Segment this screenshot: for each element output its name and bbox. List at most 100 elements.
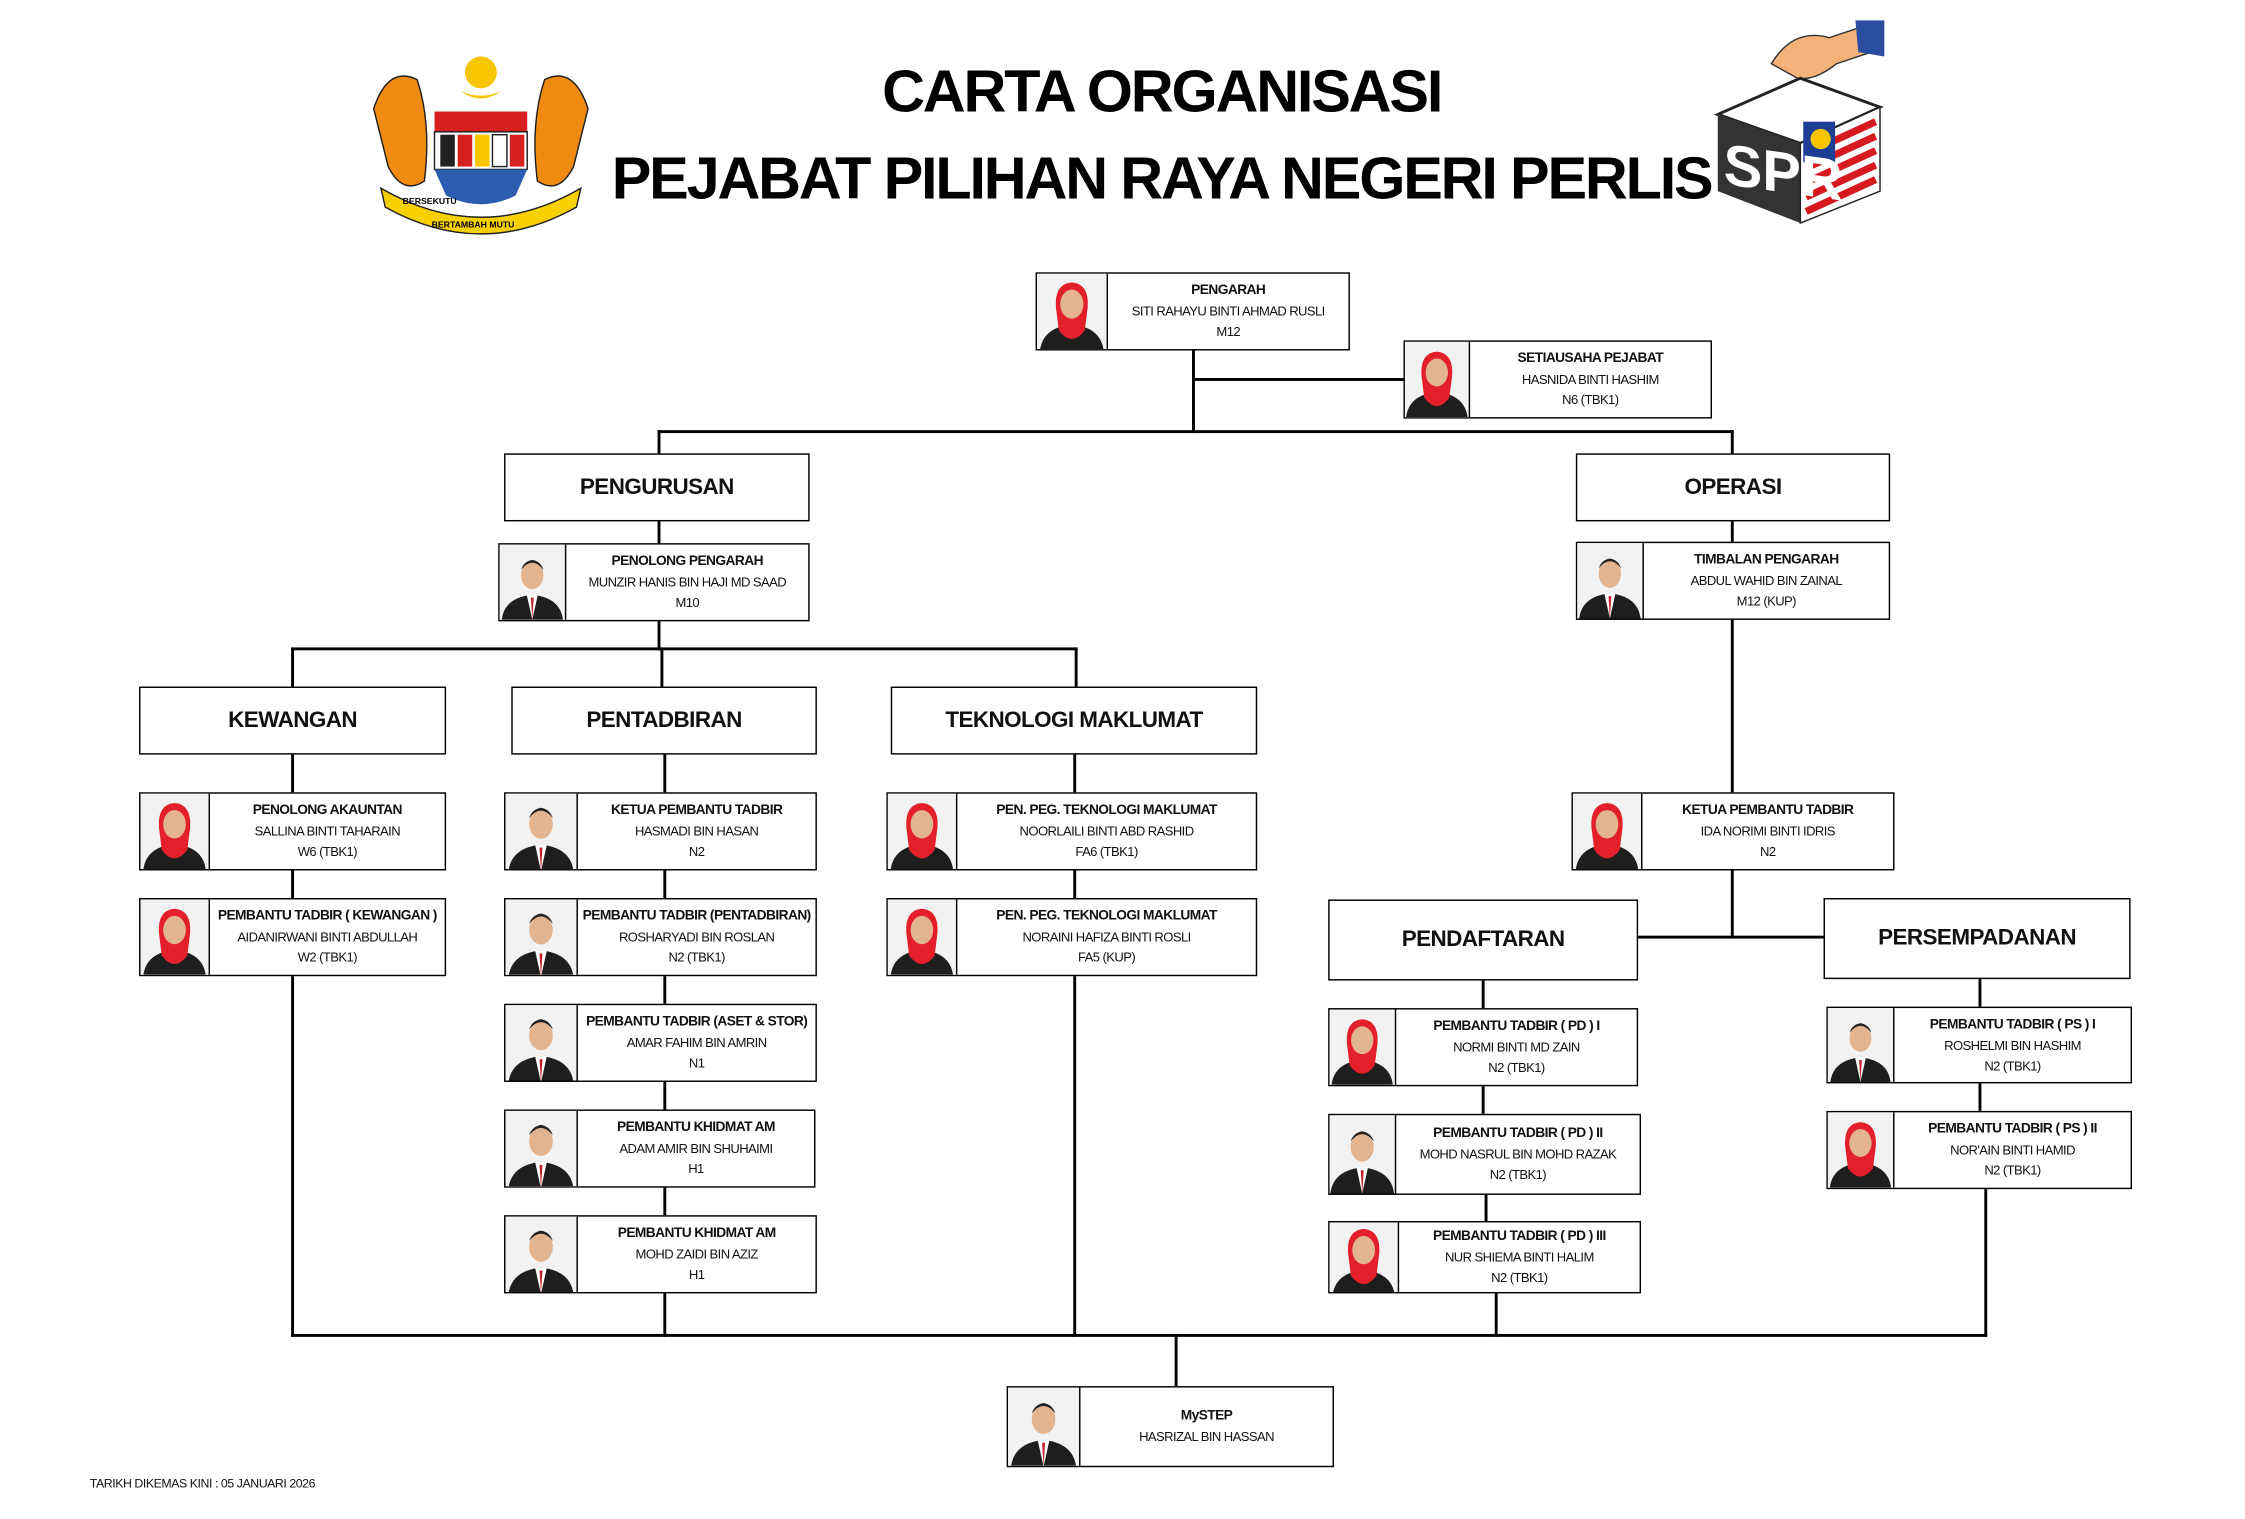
chart-title: CARTA ORGANISASI xyxy=(882,57,1443,125)
connector-line xyxy=(1636,935,1825,939)
staff-name: SALLINA BINTI TAHARAIN xyxy=(254,824,401,839)
section-persempadanan: PERSEMPADANAN xyxy=(1823,898,2131,980)
connector-line xyxy=(1481,1085,1485,1115)
connector-line xyxy=(1481,979,1485,1010)
connector-line xyxy=(1074,647,1078,688)
staff-grade: N2 xyxy=(688,844,705,859)
staff-name: ROSHARYADI BIN ROSLAN xyxy=(618,929,775,945)
staff-grade: N2 (TBK1) xyxy=(1491,1270,1548,1285)
connector-line xyxy=(291,647,1078,651)
staff-photo xyxy=(505,1005,578,1081)
staff-grade: W6 (TBK1) xyxy=(297,844,358,859)
position-title: SETIAUSAHA PEJABAT xyxy=(1517,350,1664,367)
connector-line xyxy=(1984,1187,1987,1337)
position-card-kpt-pentadbiran: KETUA PEMBANTU TADBIR HASMADI BIN HASAN N2 xyxy=(504,792,817,871)
position-title: PEN. PEG. TEKNOLOGI MAKLUMAT xyxy=(996,908,1217,925)
staff-photo xyxy=(1577,543,1644,619)
connector-line xyxy=(1731,869,1734,939)
staff-name: HASNIDA BINTI HASHIM xyxy=(1521,372,1659,387)
position-card-akauntan: PENOLONG AKAUNTAN SALLINA BINTI TAHARAIN W… xyxy=(139,792,447,871)
staff-grade: N2 xyxy=(1759,844,1776,859)
connector-line xyxy=(1073,975,1076,1337)
staff-photo xyxy=(499,544,567,620)
position-title: PEN. PEG. TEKNOLOGI MAKLUMAT xyxy=(996,802,1217,819)
connector-line xyxy=(291,753,294,794)
position-card-pd-2: PEMBANTU TADBIR ( PD ) II MOHD NASRUL BIN… xyxy=(1328,1113,1642,1195)
connector-line xyxy=(663,975,666,1005)
position-title: PEMBANTU TADBIR ( PD ) II xyxy=(1433,1125,1603,1142)
staff-name: MOHD NASRUL BIN MOHD RAZAK xyxy=(1419,1147,1617,1162)
staff-name: AMAR FAHIM BIN AMRIN xyxy=(626,1035,767,1051)
connector-line xyxy=(663,1080,666,1111)
connector-line xyxy=(1484,1193,1488,1223)
staff-grade: W2 (TBK1) xyxy=(297,950,358,965)
connector-line xyxy=(657,430,1734,433)
connector-line xyxy=(663,869,666,900)
staff-name: NOR'AIN BINTI HAMID xyxy=(1950,1142,2075,1158)
position-title: TIMBALAN PENGARAH xyxy=(1694,551,1839,568)
position-title: PENOLONG AKAUNTAN xyxy=(252,802,403,819)
staff-name: NORAINI HAFIZA BINTI ROSLI xyxy=(1022,929,1191,945)
staff-photo xyxy=(1037,273,1109,350)
position-card-setiausaha: SETIAUSAHA PEJABAT HASNIDA BINTI HASHIM N6… xyxy=(1403,340,1712,419)
position-card-pt-aset: PEMBANTU TADBIR (ASET & STOR)AMAR FAHIM … xyxy=(504,1003,817,1082)
connector-line xyxy=(1731,520,1734,543)
position-info: PEMBANTU TADBIR (ASET & STOR)AMAR FAHIM … xyxy=(578,1005,816,1080)
staff-name: NOORLAILI BINTI ABD RASHID xyxy=(1019,824,1195,839)
position-title: PEMBANTU TADBIR ( PS ) I xyxy=(1929,1016,2096,1032)
staff-photo xyxy=(505,1110,578,1187)
position-title: PEMBANTU KHIDMAT AM xyxy=(617,1225,776,1242)
position-title: KETUA PEMBANTU TADBIR xyxy=(1682,802,1854,819)
staff-photo xyxy=(887,793,958,870)
staff-name: NUR SHIEMA BINTI HALIM xyxy=(1444,1249,1594,1265)
staff-photo xyxy=(1827,1008,1895,1082)
staff-photo xyxy=(887,899,958,975)
connector-line xyxy=(1978,977,1982,1008)
section-kewangan: KEWANGAN xyxy=(139,686,447,755)
position-info: PEN. PEG. TEKNOLOGI MAKLUMAT NORAINI HAFI… xyxy=(957,899,1255,974)
staff-name: HASRIZAL BIN HASSAN xyxy=(1139,1429,1274,1445)
staff-grade: N6 (TBK1) xyxy=(1562,392,1619,407)
position-title: KETUA PEMBANTU TADBIR xyxy=(611,802,783,819)
position-info: PENOLONG AKAUNTAN SALLINA BINTI TAHARAIN W… xyxy=(210,794,445,869)
staff-grade: M12 xyxy=(1216,324,1241,339)
staff-photo xyxy=(1572,793,1643,870)
connector-line xyxy=(1978,1082,1982,1113)
staff-name: AIDANIRWANI BINTI ABDULLAH xyxy=(237,929,418,945)
staff-name: HASMADI BIN HASAN xyxy=(634,824,759,839)
position-card-pt-pentadbiran: PEMBANTU TADBIR (PENTADBIRAN) ROSHARYADI … xyxy=(504,898,817,977)
connector-line xyxy=(1192,378,1405,381)
position-info: KETUA PEMBANTU TADBIR HASMADI BIN HASAN N2 xyxy=(578,794,816,869)
section-pentadbiran: PENTADBIRAN xyxy=(511,686,817,755)
staff-photo xyxy=(140,899,211,975)
connector-line xyxy=(657,620,661,651)
connector-line xyxy=(291,1334,1987,1337)
staff-photo xyxy=(505,1216,578,1292)
malaysia-coat-of-arms-icon: BERSEKUTU BERTAMBAH MUTU xyxy=(359,51,602,239)
staff-photo xyxy=(1329,1222,1400,1292)
position-title: PEMBANTU TADBIR (PENTADBIRAN) xyxy=(582,908,812,925)
position-info: PEMBANTU TADBIR ( KEWANGAN ) AIDANIRWANI … xyxy=(210,899,445,974)
connector-line xyxy=(1073,753,1076,794)
position-title: PEMBANTU TADBIR ( KEWANGAN ) xyxy=(217,908,438,925)
position-title: PEMBANTU TADBIR ( PS ) II xyxy=(1928,1121,2097,1137)
connector-line xyxy=(663,1292,666,1337)
connector-line xyxy=(1073,869,1076,900)
position-info: PEMBANTU TADBIR (PENTADBIRAN) ROSHARYADI … xyxy=(578,899,816,974)
staff-photo xyxy=(1404,341,1471,418)
staff-photo xyxy=(505,899,578,975)
